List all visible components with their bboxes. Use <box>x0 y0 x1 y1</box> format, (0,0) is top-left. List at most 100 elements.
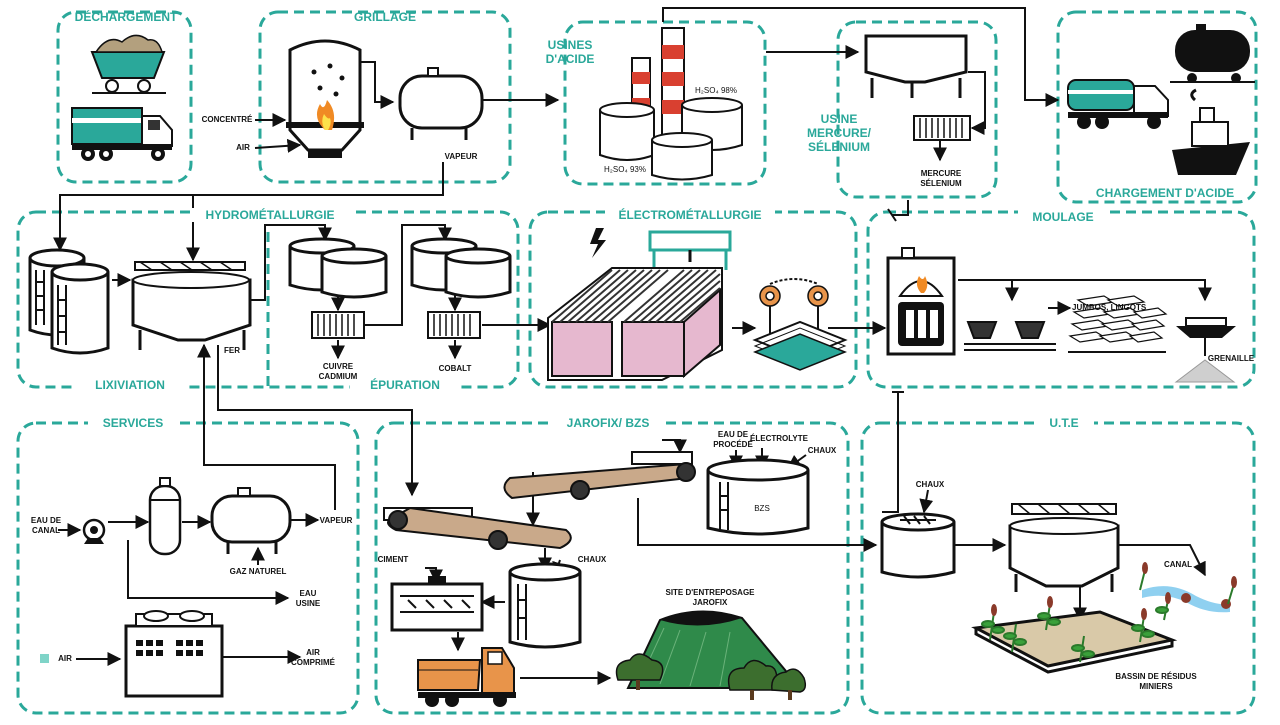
flow-mercure-moulage <box>892 200 909 216</box>
tanker-wagon-icon <box>1170 24 1255 83</box>
bzs-tank-icon <box>706 458 810 536</box>
label-vapeur-grillage: VAPEUR <box>444 152 478 161</box>
label-electrolyte: ÉLECTROLYTE <box>750 434 808 443</box>
label-eau-de-canal: EAU DE CANAL <box>30 516 62 535</box>
zone-dechargement <box>56 10 193 184</box>
crane-icon <box>648 230 732 270</box>
zone-title-usines-acide: USINES D'ACIDE <box>545 38 595 66</box>
label-h2so4-93: H₂SO₄ 93% <box>604 165 646 174</box>
zone-title-usine-mercure: USINE MERCURE/ SÉLENIUM <box>806 112 871 154</box>
zone-moulage <box>866 210 1256 389</box>
zone-title-dechargement: DÉCHARGEMENT <box>74 10 178 24</box>
label-ciment: CIMENT <box>377 555 409 564</box>
label-cobalt: COBALT <box>438 364 472 373</box>
epuration-tanks-1 <box>288 237 388 299</box>
label-grenaille: GRENAILLE <box>1207 354 1255 363</box>
zone-usine-mercure <box>836 20 998 199</box>
label-eau-usine: EAU USINE <box>295 589 321 608</box>
ladder-icon <box>35 270 67 345</box>
zone-title-grillage: GRILLAGE <box>354 10 416 24</box>
flow-chaux-ute <box>919 489 934 514</box>
flow-moulage-ute <box>882 392 899 513</box>
flow-air-grillage <box>254 138 302 153</box>
flow-mercure-filter <box>968 71 986 135</box>
label-chaux-jarofix: CHAUX <box>577 555 607 564</box>
pump-icon <box>82 518 106 544</box>
tree-icon <box>615 653 807 700</box>
flow-to-epuration <box>250 224 332 301</box>
compressor-icon <box>124 610 224 698</box>
molds-icon <box>964 321 1056 351</box>
label-air-grillage: AIR <box>236 143 250 152</box>
mixer-icon <box>390 576 484 632</box>
furnace-icon <box>286 39 364 158</box>
steam-boiler-icon <box>210 487 292 554</box>
canal-water-icon <box>1142 586 1231 613</box>
lightning-icon <box>590 228 606 258</box>
thickener-icon <box>131 261 252 350</box>
filter-press-icon <box>913 115 971 141</box>
flow-epuration-link <box>365 224 452 326</box>
plant-icon <box>1139 562 1237 605</box>
flow-top-chargement <box>662 7 1060 107</box>
zone-title-ute: U.T.E <box>1034 416 1094 430</box>
label-mercure-selenium: MERCURE SÉLENIUM <box>920 169 962 188</box>
clarifier-icon <box>1008 503 1120 592</box>
tanker-truck-icon <box>1067 79 1169 129</box>
jarofix-tank-icon <box>508 562 582 649</box>
truck-icon <box>71 107 173 161</box>
conveyor-belt-icon <box>383 451 696 550</box>
legend-square-icon <box>40 654 49 663</box>
label-chaux-ute: CHAUX <box>915 480 945 489</box>
flow-vapeur-services <box>197 343 336 510</box>
leach-tanks-icon <box>28 248 110 355</box>
mine-cart-icon <box>90 34 166 94</box>
zone-grillage <box>258 10 512 184</box>
zone-chargement-acide <box>1056 10 1258 204</box>
tailings-basin-icon <box>971 592 1178 674</box>
label-air-services: AIR <box>58 654 72 663</box>
filter-press-epuration <box>311 311 481 339</box>
zone-title-moulage: MOULAGE <box>1018 210 1108 224</box>
neutralization-tank-icon <box>880 512 956 579</box>
zone-title-electrometallurgie: ÉLECTROMÉTALLURGIE <box>605 208 775 222</box>
casting-furnace-icon <box>886 247 956 356</box>
label-fer: FER <box>224 346 240 355</box>
label-concentre: CONCENTRÉ <box>201 115 253 124</box>
zone-services <box>16 421 360 715</box>
tank-icon <box>599 97 743 181</box>
dump-truck-icon <box>417 647 516 707</box>
label-air-comprime: AIR COMPRIMÉ <box>291 648 335 667</box>
mercury-tank-icon <box>864 34 968 98</box>
label-bzs: BZS <box>754 504 770 513</box>
zone-title-hydrometallurgie: HYDROMÉTALLURGIE <box>190 208 350 222</box>
filter-vessel-icon <box>148 477 182 556</box>
zone-title-jarofix: JAROFIX/ BZS <box>553 416 663 430</box>
gear-icon <box>759 285 829 307</box>
flow-belt2-out <box>637 498 878 552</box>
epuration-tanks-2 <box>410 237 512 299</box>
flow-moulage-top <box>958 279 1212 302</box>
label-bassin: BASSIN DE RÉSIDUS MINIERS <box>1115 672 1197 691</box>
zone-title-epuration: ÉPURATION <box>350 378 460 392</box>
ship-icon <box>1172 88 1250 175</box>
label-site-entreposage: SITE D'ENTREPOSAGE JAROFIX <box>665 588 755 607</box>
label-h2so4-98: H₂SO₄ 98% <box>695 86 737 95</box>
label-eau-de-procede: EAU DE PROCÉDÉ <box>713 430 753 449</box>
granulator-icon <box>1174 317 1236 383</box>
label-canal: CANAL <box>1164 560 1192 569</box>
flow-vapeur <box>186 162 444 262</box>
label-jumbos-lingots: JUMBOS, LINGOTS <box>1072 303 1147 312</box>
boiler-icon <box>398 67 484 140</box>
flow-eau-usine <box>127 540 290 605</box>
flow-to-canal <box>1117 544 1206 577</box>
zone-usines-acide <box>563 20 767 186</box>
flow-furnace-boiler <box>360 61 395 109</box>
flow-to-bzs-tank <box>662 439 687 454</box>
zone-title-services: SERVICES <box>88 416 178 430</box>
electrolysis-cell-icon <box>547 267 723 381</box>
label-vapeur-services: VAPEUR <box>319 516 353 525</box>
label-chaux-bzs: CHAUX <box>807 446 837 455</box>
